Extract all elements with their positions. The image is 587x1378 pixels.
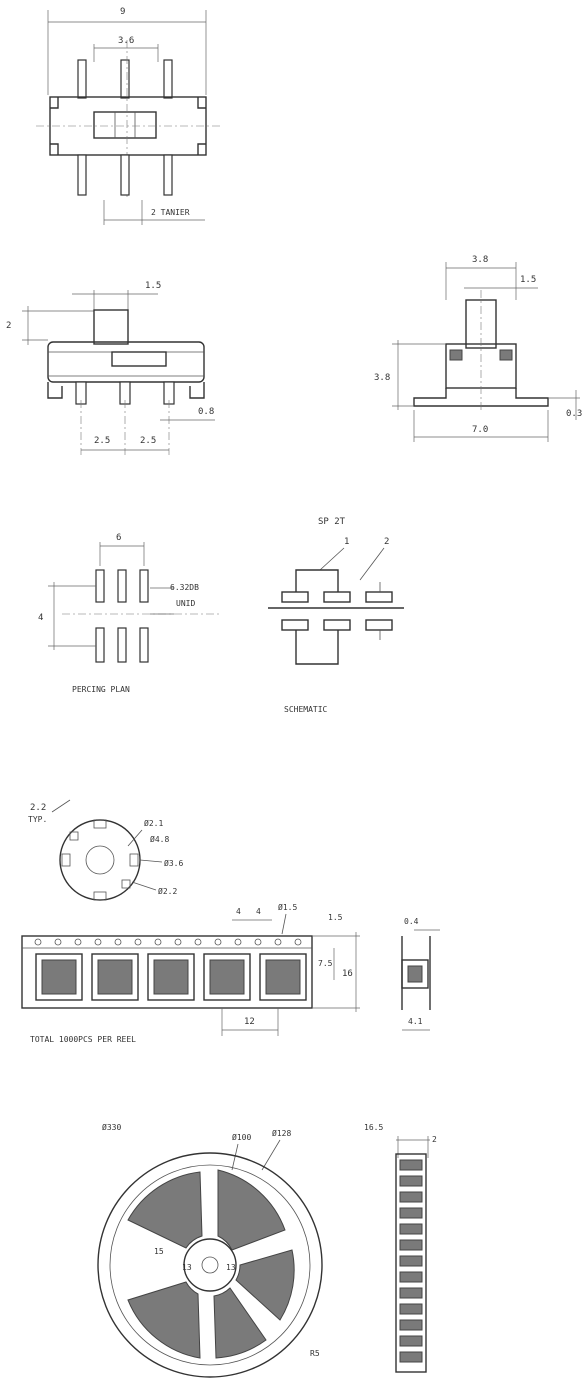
tape-width-label: 16 (342, 969, 353, 979)
schematic-caption: SCHEMATIC (284, 705, 328, 714)
front-pitch-b-label: 2.5 (140, 436, 156, 446)
tape-hole-label: Ø1.5 (278, 902, 297, 912)
tape-pitch-2-label: 4 (256, 907, 261, 916)
pcb-layout: 6 6.32DB UNID 4 PERCING PLAN (38, 533, 220, 694)
side-top-label: 3.8 (472, 255, 488, 265)
reel-r2-label: 13 (182, 1263, 192, 1272)
reel-r1-label: 15 (154, 1247, 164, 1256)
tape-dim-a-label: 1.5 (328, 913, 343, 922)
reel-width-label: 16.5 (364, 1123, 383, 1132)
schematic: SP 2T 1 2 SCHEMATIC (268, 517, 404, 714)
side-view: 3.8 1.5 3.8 7.0 0.3 (374, 255, 582, 442)
front-offset-label: 0.8 (198, 407, 214, 417)
top-terminal-label: 2 TANIER (151, 208, 190, 217)
schematic-title: SP 2T (318, 517, 346, 527)
tape-d3-label: Ø3.6 (164, 858, 183, 868)
tape-d1-label: Ø2.1 (144, 818, 163, 828)
schematic-label-1: 1 (344, 537, 349, 547)
reel-side-pockets (399, 1159, 423, 1363)
reel-windows (127, 1169, 295, 1359)
tape-pitch-label: 12 (244, 1017, 255, 1027)
front-height-label: 2 (6, 321, 11, 331)
front-view: 1.5 2 2.5 2.5 0.8 (6, 281, 215, 455)
side-lead-label: 0.3 (566, 409, 582, 419)
pcb-grid-label: 6.32DB (170, 583, 199, 592)
reel-bottom-label: R5 (310, 1349, 320, 1358)
tape-d2-label: Ø4.8 (150, 834, 169, 844)
tape-typ-label: TYP. (28, 815, 47, 824)
reel-hub-a-label: Ø100 (232, 1132, 251, 1142)
schematic-label-2: 2 (384, 537, 389, 547)
top-width-label: 9 (120, 7, 125, 17)
reel-outer-label: Ø330 (102, 1122, 121, 1132)
tape-pockets (35, 953, 307, 1001)
tape-hole-detail: 2.2 TYP. Ø2.1 Ø4.8 Ø3.6 Ø2.2 (28, 799, 183, 901)
pcb-unit-label: UNID (176, 599, 195, 608)
side-height-label: 3.8 (374, 373, 390, 383)
tape-dim-b-label: 7.5 (318, 959, 333, 968)
tape-t2-label: 4.1 (408, 1017, 423, 1026)
reel-side-view: 16.5 2 (364, 1123, 437, 1373)
sprocket-holes (34, 938, 302, 946)
reel-thick-label: 2 (432, 1135, 437, 1144)
side-actuator-label: 1.5 (520, 275, 536, 285)
tape-d4-label: Ø2.2 (158, 886, 177, 896)
top-center-label: 3.6 (118, 36, 134, 46)
pcb-height-label: 4 (38, 613, 43, 623)
side-width-label: 7.0 (472, 425, 488, 435)
reel-hub-b-label: Ø128 (272, 1128, 291, 1138)
tape-angle-label: 2.2 (30, 803, 46, 813)
pcb-caption: PERCING PLAN (72, 685, 130, 694)
carrier-tape: 4 4 Ø1.5 16 (21, 902, 360, 1044)
tape-caption: TOTAL 1000PCS PER REEL (30, 1035, 136, 1044)
pcb-pitch-label: 6 (116, 533, 121, 543)
tape-pitch-1-label: 4 (236, 907, 241, 916)
top-view: 9 3.6 2 TANIER (36, 7, 222, 225)
front-actuator-label: 1.5 (145, 281, 161, 291)
tape-t1-label: 0.4 (404, 917, 419, 926)
reel-r3-label: 13 (226, 1263, 236, 1272)
front-pitch-a-label: 2.5 (94, 436, 110, 446)
tape-section: 0.4 4.1 (401, 917, 440, 1031)
reel: Ø330 Ø100 Ø128 15 13 13 R5 (97, 1122, 323, 1378)
